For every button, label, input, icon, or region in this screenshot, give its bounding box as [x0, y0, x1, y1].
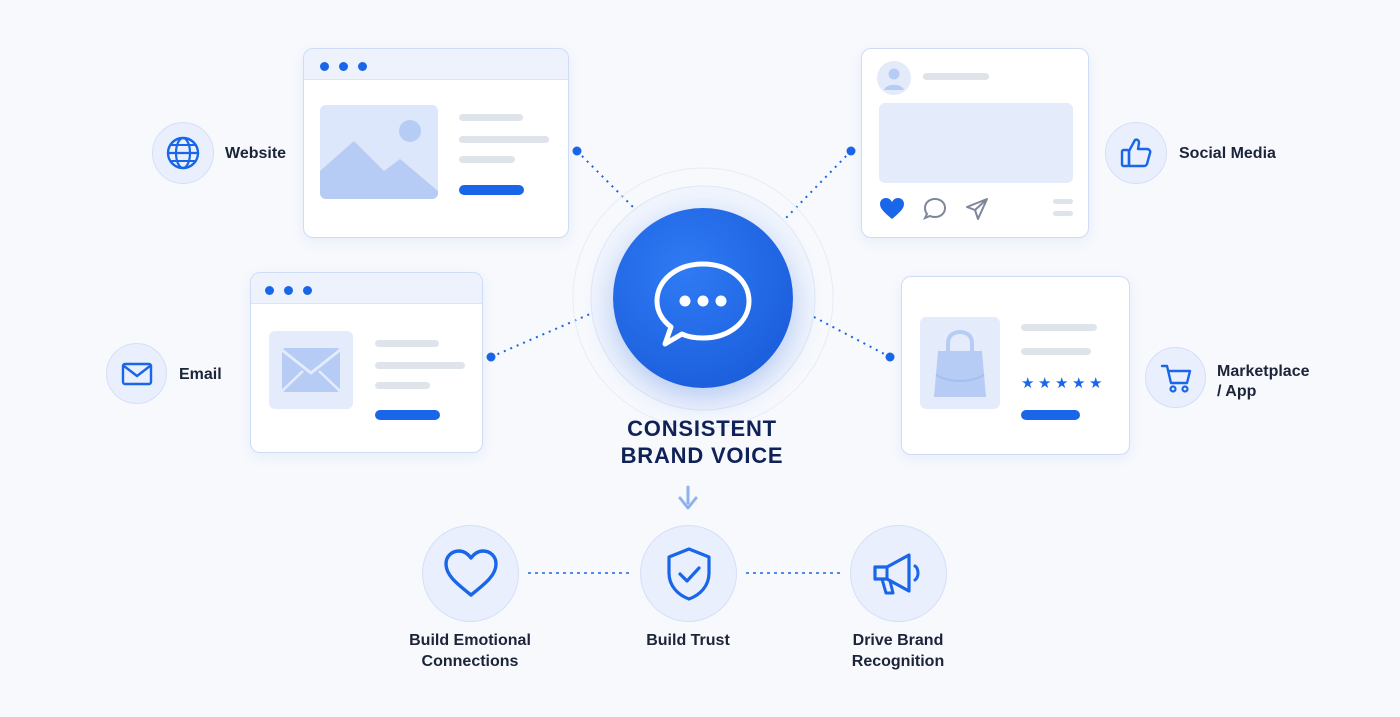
star-icon: ★: [1089, 375, 1103, 392]
channel-marketplace-label-line1: Marketplace: [1217, 363, 1310, 380]
envelope-illustration-icon: [281, 348, 341, 392]
cta-button: [1021, 410, 1080, 420]
center-title-line1: CONSISTENT: [627, 416, 777, 441]
channel-email-badge: [106, 343, 167, 404]
rating-stars: ★★★★★: [1021, 376, 1121, 392]
avatar: [877, 61, 911, 95]
envelope-icon: [121, 362, 152, 385]
channel-website-label: Website: [225, 145, 287, 162]
megaphone-icon: [872, 552, 919, 594]
channel-marketplace-label-line2: / App: [1217, 383, 1257, 400]
shopping-bag-icon: [934, 329, 986, 397]
heart-icon: [443, 548, 498, 597]
center-title-line2: BRAND VOICE: [620, 443, 784, 468]
envelope-placeholder: [269, 331, 353, 409]
heart-icon: [880, 198, 904, 219]
channel-marketplace-badge: [1145, 347, 1206, 408]
thumbs-up-icon: [1120, 138, 1152, 168]
center-hub: [613, 208, 793, 388]
benefit-trust-badge: [640, 525, 737, 622]
browser-bar: [304, 49, 568, 80]
shield-check-icon: [666, 546, 711, 601]
benefit-connections-label-line2: Connections: [421, 653, 519, 670]
cta-button: [375, 410, 440, 420]
benefit-recognition-label-line2: Recognition: [851, 653, 945, 670]
send-icon: [966, 198, 988, 220]
channel-social-label: Social Media: [1179, 145, 1276, 162]
email-card: [250, 272, 483, 453]
connector-website: [576, 150, 639, 213]
connector-dot-social: [846, 146, 856, 156]
center-ring-outer: [572, 167, 834, 429]
cart-icon: [1160, 364, 1191, 393]
channel-website-badge: [152, 122, 214, 184]
star-icon: ★: [1038, 375, 1052, 392]
benefit-connections-badge: [422, 525, 519, 622]
benefit-connections-label-line1: Build Emotional: [409, 632, 531, 649]
connector-marketplace: [811, 315, 891, 358]
arrow-down-icon: [678, 485, 698, 510]
landscape-icon: [320, 105, 438, 199]
browser-bar: [251, 273, 482, 304]
benefit-recognition-label-line1: Drive Brand: [852, 632, 944, 649]
comment-icon: [923, 197, 947, 220]
globe-icon: [166, 136, 200, 170]
benefit-recognition-badge: [850, 525, 947, 622]
user-icon: [884, 68, 904, 90]
channel-email-label: Email: [179, 366, 222, 383]
chat-bubble-icon: [654, 261, 752, 347]
image-placeholder: [320, 105, 438, 199]
star-icon: ★: [1021, 375, 1035, 392]
website-card: [303, 48, 569, 238]
channel-social-badge: [1105, 122, 1167, 184]
connector-dot-website: [572, 146, 582, 156]
star-icon: ★: [1072, 375, 1086, 392]
social-card: [861, 48, 1089, 238]
cta-button: [459, 185, 524, 195]
star-icon: ★: [1055, 375, 1069, 392]
marketplace-card: ★★★★★: [901, 276, 1130, 455]
connector-dot-marketplace: [885, 352, 895, 362]
post-image-placeholder: [879, 103, 1073, 183]
product-placeholder: [920, 317, 1000, 409]
connector-dot-email: [486, 352, 496, 362]
connector-social: [783, 150, 852, 221]
benefit-trust-label: Build Trust: [646, 632, 730, 649]
